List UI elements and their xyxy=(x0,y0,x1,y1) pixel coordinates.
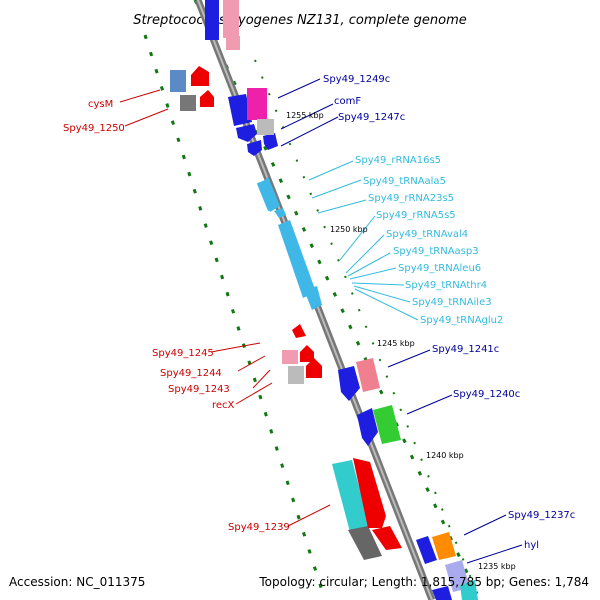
gene-hyl-group[interactable] xyxy=(432,560,478,600)
gene-label-Spy49_1244[interactable]: Spy49_1244 xyxy=(160,368,222,379)
rna-labels: Spy49_rRNA16s5 Spy49_tRNAala5 Spy49_rRNA… xyxy=(355,155,503,326)
gene-label-Spy49_1250[interactable]: Spy49_1250 xyxy=(63,123,125,134)
gene-label-Spy49_1245[interactable]: Spy49_1245 xyxy=(152,348,214,359)
gene-Spy49_1240c xyxy=(357,408,378,446)
gene-Spy49_1247c xyxy=(228,94,252,126)
rna-label-tRNAleu6[interactable]: Spy49_tRNAleu6 xyxy=(398,263,481,274)
ruler-labels: 1255 kbp 1250 kbp 1245 kbp 1240 kbp 1235… xyxy=(286,111,516,571)
rna-5s xyxy=(304,286,322,310)
rna-label-tRNAglu2[interactable]: Spy49_tRNAglu2 xyxy=(420,315,503,326)
rna-label-tRNAala5[interactable]: Spy49_tRNAala5 xyxy=(363,176,446,187)
gene-Spy49_1237c-group[interactable] xyxy=(416,532,456,564)
gene-Spy49_1244 xyxy=(282,350,298,364)
ruler-label: 1250 kbp xyxy=(330,225,368,234)
gene-Spy49_1241c-group[interactable] xyxy=(338,358,380,401)
gene-Spy49_1243-group[interactable] xyxy=(288,366,304,384)
rna-label-rRNA5s5[interactable]: Spy49_rRNA5s5 xyxy=(376,210,456,221)
gene-label-comF[interactable]: comF xyxy=(334,96,361,107)
gene-Spy49_1245 xyxy=(292,324,306,338)
gene-recX-group[interactable] xyxy=(306,358,322,378)
gene-Spy49_1245-group[interactable] xyxy=(292,324,306,338)
gene-label-Spy49_1237c[interactable]: Spy49_1237c xyxy=(508,510,575,521)
gene-cysM xyxy=(170,70,186,92)
gene-features-top xyxy=(205,0,240,50)
gene-label-recX[interactable]: recX xyxy=(212,400,235,411)
ruler-label: 1235 kbp xyxy=(478,562,516,571)
map-title: Streptococcus pyogenes NZ131, complete g… xyxy=(133,13,467,28)
gene-label-Spy49_1243[interactable]: Spy49_1243 xyxy=(168,384,230,395)
left-gene-labels: cysM Spy49_1250 Spy49_1245 Spy49_1244 Sp… xyxy=(63,99,290,533)
label-connectors xyxy=(119,78,523,564)
gene-Spy49_1250-arrow xyxy=(200,90,214,107)
gene-label-Spy49_1239[interactable]: Spy49_1239 xyxy=(228,522,290,533)
gene-label-Spy49_1249c[interactable]: Spy49_1249c xyxy=(323,74,390,85)
ruler-label: 1245 kbp xyxy=(377,339,415,348)
rna-label-rRNA16s5[interactable]: Spy49_rRNA16s5 xyxy=(355,155,441,166)
rna-label-tRNAile3[interactable]: Spy49_tRNAile3 xyxy=(412,297,492,308)
gene-Spy49_1239 xyxy=(332,460,370,532)
gene-Spy49_1237c xyxy=(416,536,437,564)
rna-label-rRNA23s5[interactable]: Spy49_rRNA23s5 xyxy=(368,193,454,204)
ruler-label: 1240 kbp xyxy=(426,451,464,460)
gene-label-Spy49_1241c[interactable]: Spy49_1241c xyxy=(432,344,499,355)
gene-comF xyxy=(247,88,267,120)
gene-Spy49_1244-group[interactable] xyxy=(282,345,314,364)
rna-23s xyxy=(278,220,316,298)
ruler-label: 1255 kbp xyxy=(286,111,324,120)
gene-cysM-group[interactable] xyxy=(170,66,209,92)
gene-Spy49_1250-group[interactable] xyxy=(180,90,214,111)
gene-Spy49_1247c-group[interactable] xyxy=(228,94,278,156)
gene-forward-partial xyxy=(205,0,219,40)
gene-label-Spy49_1240c[interactable]: Spy49_1240c xyxy=(453,389,520,400)
gene-Spy49_1241c xyxy=(338,366,360,401)
gene-recX xyxy=(306,358,322,378)
gene-Spy49_1243 xyxy=(288,366,304,384)
gene-comF-group[interactable] xyxy=(247,88,274,135)
gene-label-hyl[interactable]: hyl xyxy=(524,540,539,551)
gene-Spy49_1240c-group[interactable] xyxy=(357,405,401,446)
outer-tick-track xyxy=(254,59,481,600)
gene-cysM-arrow xyxy=(191,66,209,86)
rna-tRNAala5 xyxy=(274,208,286,218)
gene-Spy49_1250 xyxy=(180,95,196,111)
outer-tick-track-group xyxy=(254,59,481,600)
gene-reverse-partial xyxy=(223,0,239,38)
accession-text: Accession: NC_011375 xyxy=(9,575,145,589)
rna-label-tRNAval4[interactable]: Spy49_tRNAval4 xyxy=(386,229,468,240)
gene-Spy49_1239-group[interactable] xyxy=(332,458,402,560)
gene-label-cysM[interactable]: cysM xyxy=(88,99,113,110)
topology-text: Topology: circular; Length: 1,815,785 bp… xyxy=(258,575,589,589)
rna-cluster[interactable] xyxy=(256,177,322,310)
rna-16s xyxy=(256,178,281,212)
rna-label-tRNAasp3[interactable]: Spy49_tRNAasp3 xyxy=(393,246,479,257)
rna-label-tRNAthr4[interactable]: Spy49_tRNAthr4 xyxy=(405,280,487,291)
right-gene-labels: Spy49_1249c comF Spy49_1247c Spy49_1241c… xyxy=(323,74,575,551)
gene-label-Spy49_1247c[interactable]: Spy49_1247c xyxy=(338,112,405,123)
